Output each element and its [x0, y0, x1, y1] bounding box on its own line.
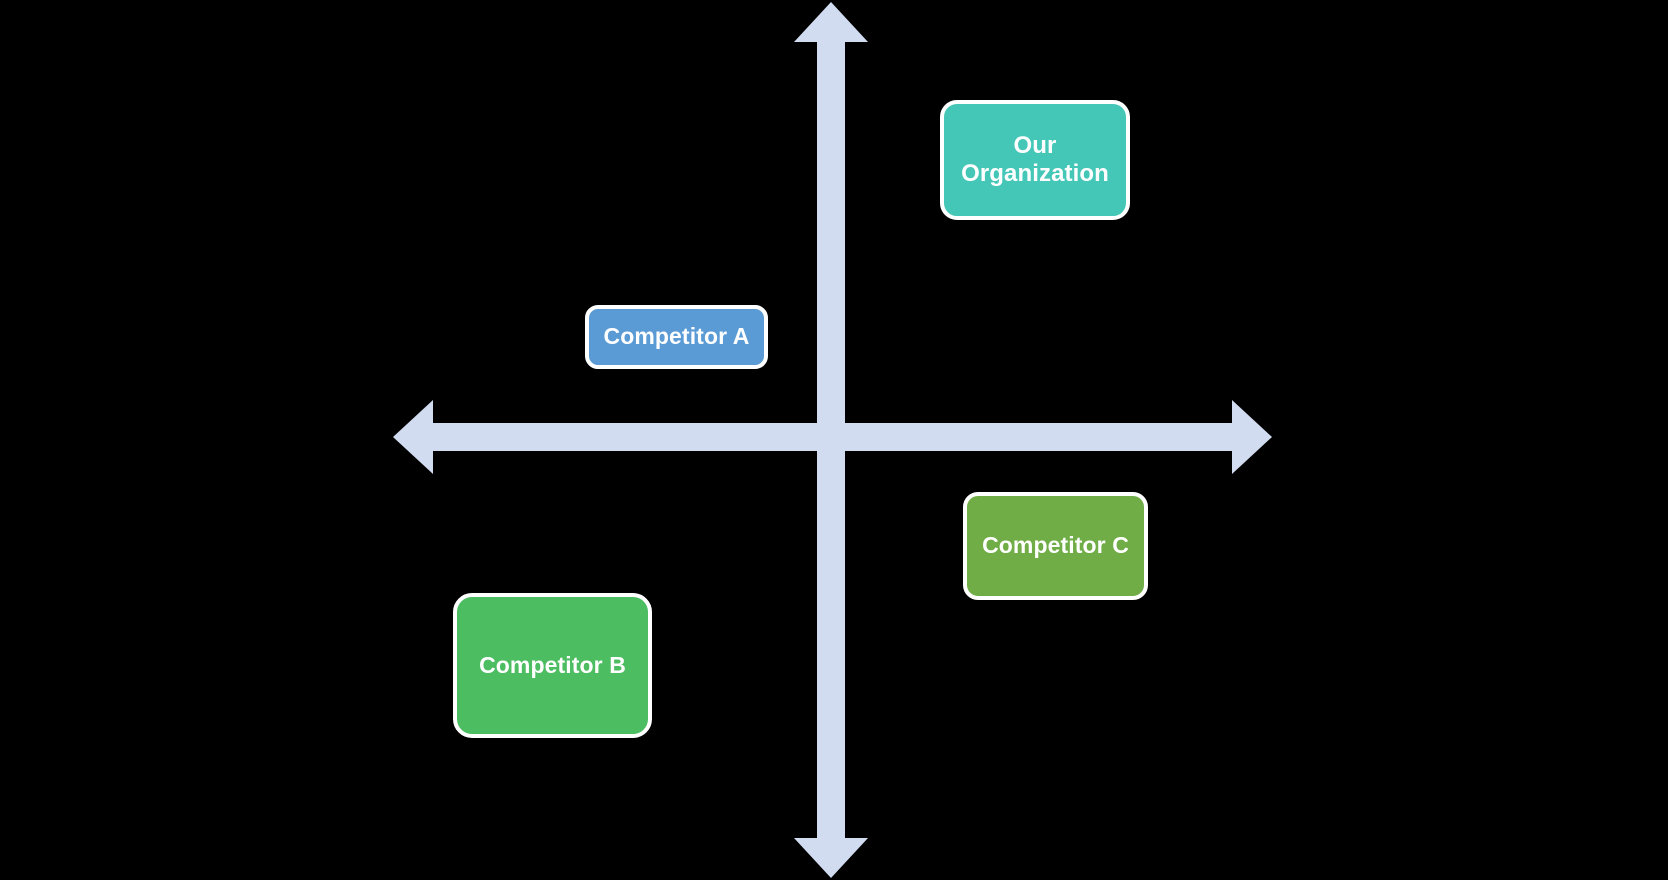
node-competitor-c-label: Competitor C: [982, 532, 1129, 559]
node-competitor-a-label: Competitor A: [603, 323, 750, 350]
node-competitor-b[interactable]: Competitor B: [453, 593, 652, 738]
vertical-axis-arrow: [794, 2, 868, 878]
node-competitor-c[interactable]: Competitor C: [963, 492, 1148, 600]
node-our-organization-label: Our Organization: [961, 131, 1109, 187]
node-our-organization[interactable]: Our Organization: [940, 100, 1130, 220]
node-competitor-b-label: Competitor B: [479, 651, 626, 678]
node-competitor-a[interactable]: Competitor A: [585, 305, 768, 369]
